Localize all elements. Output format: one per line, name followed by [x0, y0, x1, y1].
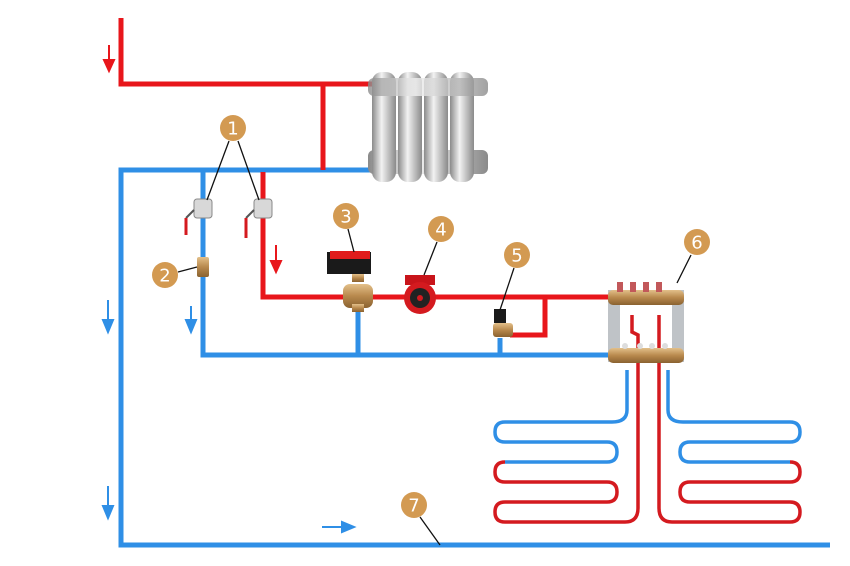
manifold[interactable] [608, 282, 684, 363]
badge-4: 4 [428, 216, 454, 242]
svg-text:2: 2 [159, 266, 170, 287]
svg-text:6: 6 [691, 233, 702, 254]
main-supply-pipe [118, 18, 380, 87]
radiator-icon [368, 72, 488, 182]
bypass-supply-loop [510, 297, 548, 338]
svg-text:1: 1 [227, 119, 238, 140]
bypass-valve[interactable] [493, 309, 513, 337]
strainer [197, 257, 209, 277]
badge-3: 3 [333, 203, 359, 229]
leader-lines [177, 140, 692, 546]
svg-text:3: 3 [340, 207, 351, 228]
three-way-mixing-valve[interactable] [327, 251, 373, 312]
flow-arrow-down-blue [101, 300, 115, 335]
flow-arrow-down-red [102, 45, 116, 74]
flow-arrow-down-blue [101, 486, 115, 521]
svg-text:7: 7 [408, 496, 419, 517]
circulation-pump[interactable] [404, 275, 436, 314]
badge-7: 7 [401, 492, 427, 518]
left-loop-supply [493, 315, 640, 524]
right-loop-supply [657, 315, 802, 524]
ball-valve-supply[interactable] [244, 198, 273, 238]
badge-5: 5 [504, 242, 530, 268]
bypass-return-pipe [200, 170, 612, 358]
svg-text:4: 4 [435, 220, 446, 241]
ball-valve-return[interactable] [184, 198, 213, 235]
flow-arrow-down-blue [184, 306, 198, 335]
floor-loops [493, 315, 802, 524]
return-pipes [118, 167, 830, 548]
badge-6: 6 [684, 229, 710, 255]
flow-arrow-down-red [269, 245, 283, 275]
svg-text:5: 5 [511, 246, 522, 267]
left-loop-return [493, 370, 629, 464]
flow-arrow-right-blue [322, 520, 357, 534]
right-loop-return [666, 370, 802, 464]
badge-2: 2 [152, 262, 178, 288]
badge-1: 1 [220, 115, 246, 141]
